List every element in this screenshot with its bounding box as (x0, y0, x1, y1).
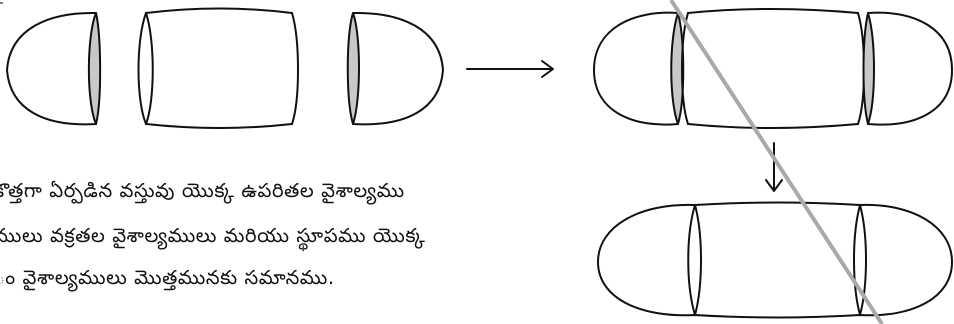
cylinder (139, 9, 299, 129)
separated-solids (7, 9, 443, 129)
caption-line-2: ములు వక్రతల వైశాల్యములు మరియు స్థూపము యొ… (0, 221, 554, 251)
right-arrow (467, 61, 553, 77)
caption-line-1: కొత్తగా ఏర్పడిన వస్తువు యొక్క ఉపరితల వైశ… (0, 176, 554, 206)
joined-solids (594, 9, 952, 128)
left-hemisphere (7, 13, 100, 124)
capsule-solid (598, 203, 952, 318)
hemisphere-flat-face (348, 13, 359, 124)
caption-line-3: ం వైశాల్యములు మొత్తమునకు సమానము. (0, 263, 554, 293)
right-hemisphere (348, 13, 443, 124)
